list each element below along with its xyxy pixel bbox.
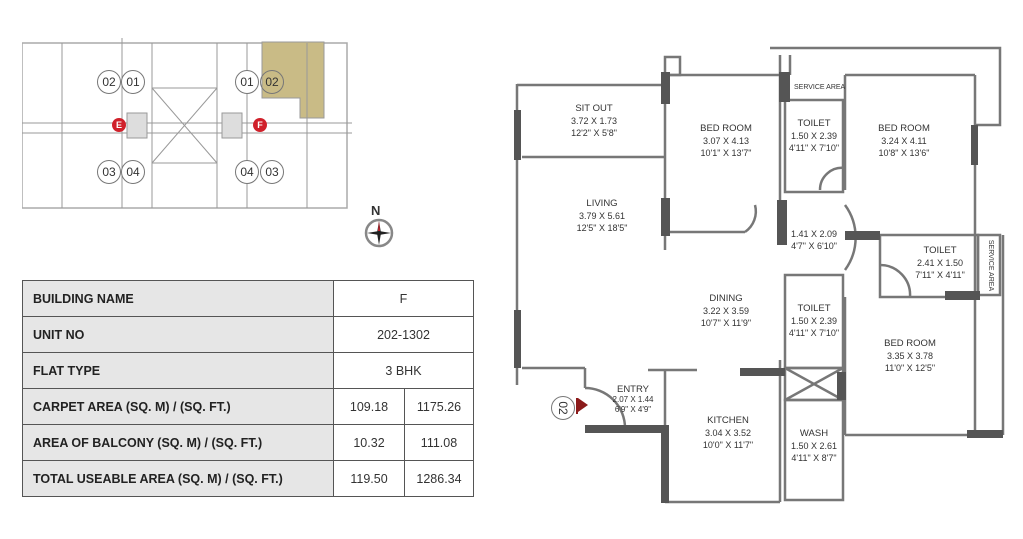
room-imperial: 4'7" X 6'10" xyxy=(791,241,837,251)
room-label: BED ROOM 3.24 X 4.11 10'8" X 13'6" xyxy=(878,123,930,159)
row-label: UNIT NO xyxy=(22,316,334,353)
row-value: 202-1302 xyxy=(333,316,474,353)
row-label: BUILDING NAME xyxy=(22,280,334,317)
room-name: TOILET xyxy=(797,118,831,129)
unit-tag: 04 xyxy=(121,160,145,184)
room-metric: 1.50 X 2.39 xyxy=(790,131,838,141)
room-imperial: 12'5" X 18'5" xyxy=(576,223,628,233)
room-imperial: 11'0" X 12'5" xyxy=(884,363,936,373)
room-label: WASH 1.50 X 2.61 4'11" X 8'7" xyxy=(791,428,837,464)
room-metric: 3.07 X 4.13 xyxy=(702,136,750,146)
room-name: BED ROOM xyxy=(878,123,930,134)
row-sqm: 10.32 xyxy=(333,424,405,461)
room-name: KITCHEN xyxy=(707,415,749,426)
room-metric: 3.04 X 3.52 xyxy=(704,428,752,438)
room-label: SIT OUT 3.72 X 1.73 12'2" X 5'8" xyxy=(571,103,617,139)
key-plan: 02 01 01 02 03 04 04 03 E F xyxy=(21,38,352,218)
row-label: FLAT TYPE xyxy=(22,352,334,389)
north-label: N xyxy=(371,203,381,218)
row-label: CARPET AREA (SQ. M) / (SQ. FT.) xyxy=(22,388,334,425)
row-sqm: 119.50 xyxy=(333,460,405,497)
room-label: LIVING 3.79 X 5.61 12'5" X 18'5" xyxy=(577,198,628,234)
room-imperial: 10'7" X 11'9" xyxy=(700,318,752,328)
room-metric: 2.41 X 1.50 xyxy=(916,258,964,268)
entry-arrow-icon xyxy=(578,398,588,412)
room-name: ENTRY xyxy=(616,384,650,395)
row-sqft: 111.08 xyxy=(404,424,474,461)
room-label: 1.41 X 2.09 4'7" X 6'10" xyxy=(791,228,837,252)
room-metric: 3.35 X 3.78 xyxy=(886,351,934,361)
room-metric: 3.79 X 5.61 xyxy=(578,211,626,221)
row-label: AREA OF BALCONY (SQ. M) / (SQ. FT.) xyxy=(22,424,334,461)
row-sqft: 1286.34 xyxy=(404,460,474,497)
room-label: BED ROOM 3.35 X 3.78 11'0" X 12'5" xyxy=(884,338,936,374)
room-label: TOILET 2.41 X 1.50 7'11" X 4'11" xyxy=(915,245,965,281)
room-imperial: 12'2" X 5'8" xyxy=(571,128,617,138)
unit-tag: 01 xyxy=(121,70,145,94)
unit-tag: 01 xyxy=(235,70,259,94)
room-metric: 1.50 X 2.61 xyxy=(790,441,838,451)
unit-tag: 04 xyxy=(235,160,259,184)
room-imperial: 6'9" X 4'9" xyxy=(614,405,652,414)
room-name: BED ROOM xyxy=(700,123,752,134)
table-row: AREA OF BALCONY (SQ. M) / (SQ. FT.)10.32… xyxy=(22,424,474,461)
room-name: TOILET xyxy=(797,303,831,314)
room-name: WASH xyxy=(799,428,829,439)
service-area-label: SERVICE AREA xyxy=(987,239,995,292)
room-imperial: 4'11" X 7'10" xyxy=(788,143,840,153)
room-imperial: 10'1" X 13'7" xyxy=(700,148,752,158)
unit-tag: 02 xyxy=(97,70,121,94)
unit-tag-selected: 02 xyxy=(260,70,284,94)
room-metric: 3.24 X 4.11 xyxy=(881,136,927,146)
room-imperial: 4'11" X 8'7" xyxy=(791,453,837,463)
compass-icon xyxy=(364,218,394,248)
room-imperial: 10'8" X 13'6" xyxy=(878,148,930,158)
unit-tag: 03 xyxy=(97,160,121,184)
room-metric: 2.07 X 1.44 xyxy=(612,395,654,404)
core-marker-f: F xyxy=(253,118,267,132)
room-imperial: 10'0" X 11'7" xyxy=(702,440,754,450)
core-marker-e: E xyxy=(112,118,126,132)
unit-tag: 03 xyxy=(260,160,284,184)
room-label: KITCHEN 3.04 X 3.52 10'0" X 11'7" xyxy=(703,415,753,451)
room-label: TOILET 1.50 X 2.39 4'11" X 7'10" xyxy=(789,303,839,339)
row-sqft: 1175.26 xyxy=(404,388,474,425)
room-name: SIT OUT xyxy=(575,103,613,114)
room-name: DINING xyxy=(709,293,743,304)
room-name: LIVING xyxy=(586,198,618,209)
unit-marker: 02 xyxy=(551,396,575,420)
room-name: TOILET xyxy=(923,245,957,256)
room-metric: 3.22 X 3.59 xyxy=(702,306,750,316)
room-label: DINING 3.22 X 3.59 10'7" X 11'9" xyxy=(701,293,751,329)
room-metric: 1.50 X 2.39 xyxy=(790,316,838,326)
service-area-label: SERVICE AREA xyxy=(794,84,846,91)
row-label: TOTAL USEABLE AREA (SQ. M) / (SQ. FT.) xyxy=(22,460,334,497)
room-imperial: 4'11" X 7'10" xyxy=(788,328,840,338)
room-label: BED ROOM 3.07 X 4.13 10'1" X 13'7" xyxy=(700,123,752,159)
table-row: TOTAL USEABLE AREA (SQ. M) / (SQ. FT.)11… xyxy=(22,460,474,497)
room-imperial: 7'11" X 4'11" xyxy=(915,270,965,280)
room-name: BED ROOM xyxy=(884,338,936,349)
room-label: TOILET 1.50 X 2.39 4'11" X 7'10" xyxy=(789,118,839,154)
room-metric: 3.72 X 1.73 xyxy=(570,116,618,126)
highlighted-unit xyxy=(261,41,325,119)
room-metric: 1.41 X 2.09 xyxy=(790,229,838,239)
